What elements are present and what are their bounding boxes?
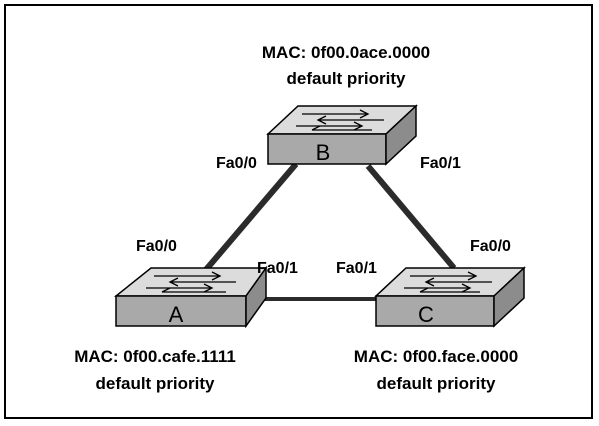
switch-c: C [374, 266, 526, 328]
port-b-right: Fa0/1 [420, 155, 461, 172]
switch-arrows-icon [296, 109, 384, 131]
link-b-c [365, 164, 457, 270]
port-c-left: Fa0/1 [336, 260, 377, 277]
switch-arrows-icon [146, 271, 236, 293]
switch-c-front [375, 295, 495, 327]
diagram-frame: B A C MAC: 0f00.0ace.0000 default priori… [4, 4, 593, 419]
switch-a-side [245, 265, 267, 329]
switch-b-priority: default priority [286, 69, 406, 88]
network-topology-diagram: B A C MAC: 0f00.0ace.0000 default priori… [74, 43, 526, 393]
port-b-left: Fa0/0 [216, 155, 257, 172]
link-b-a [201, 162, 299, 274]
switch-c-priority: default priority [376, 374, 496, 393]
switch-a-priority: default priority [95, 374, 215, 393]
switch-c-side [493, 266, 525, 328]
switch-b-front [267, 133, 387, 165]
switch-a: A [113, 265, 268, 329]
switch-b-label: B [316, 140, 331, 165]
switch-b: B [266, 104, 418, 166]
switch-c-label: C [418, 302, 434, 327]
port-c-top: Fa0/0 [470, 238, 511, 255]
switch-b-mac: MAC: 0f00.0ace.0000 [262, 43, 430, 62]
switch-a-label: A [169, 302, 184, 327]
switch-arrows-icon [404, 271, 492, 293]
switch-b-side [385, 104, 417, 166]
port-a-top: Fa0/0 [136, 238, 177, 255]
links [201, 162, 457, 301]
switch-a-mac: MAC: 0f00.cafe.1111 [74, 347, 236, 366]
port-a-right: Fa0/1 [257, 260, 298, 277]
switch-c-mac: MAC: 0f00.face.0000 [354, 347, 518, 366]
